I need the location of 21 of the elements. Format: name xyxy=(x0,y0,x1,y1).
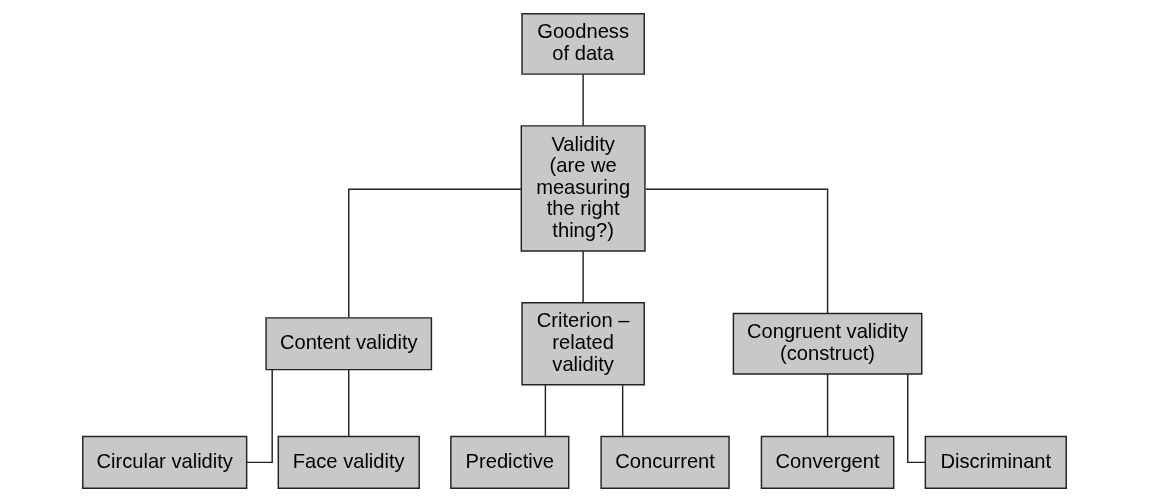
node-box: Discriminant xyxy=(924,435,1067,489)
node-box: Criterion – related validity xyxy=(521,302,645,386)
connector xyxy=(544,384,547,437)
connector xyxy=(246,369,273,464)
node-box: Content validity xyxy=(265,317,433,371)
connector xyxy=(582,250,584,304)
connector xyxy=(348,188,522,319)
connector xyxy=(826,373,829,438)
connector xyxy=(582,73,584,127)
connector xyxy=(907,373,926,464)
connector xyxy=(644,188,829,314)
node-box: Circular validity xyxy=(82,435,248,489)
node-box: Goodness of data xyxy=(521,13,645,75)
node-box: Validity (are we measuring the right thing?) xyxy=(520,125,646,252)
node-box: Face validity xyxy=(277,435,420,489)
connector xyxy=(348,369,350,437)
node-box: Congruent validity (construct) xyxy=(732,312,923,375)
node-box: Convergent xyxy=(760,435,895,489)
node-box: Concurrent xyxy=(600,435,730,489)
connector xyxy=(621,384,624,437)
node-box: Predictive xyxy=(450,435,570,489)
